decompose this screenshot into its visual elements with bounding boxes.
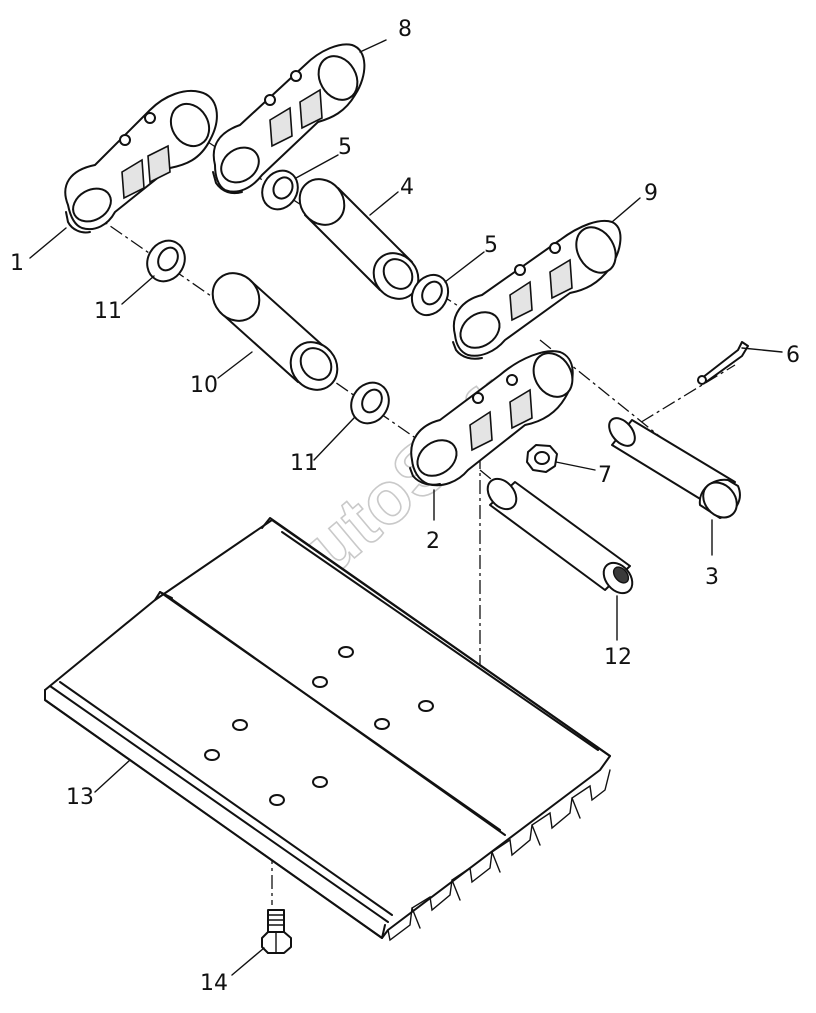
callout-6: 6 [786,343,800,368]
part-2-link [409,350,574,487]
callout-labels: 1 2 3 4 5 5 6 7 8 9 10 11 11 12 13 14 [10,17,800,996]
callout-9: 9 [644,181,658,206]
part-12-pin [486,477,634,595]
part-1-link [64,90,218,234]
callout-2: 2 [426,529,440,554]
part-8-link [212,43,366,195]
part-6-cotter-pin [697,341,749,385]
part-13-track-shoe [44,517,611,942]
part-10-bushing [211,272,339,391]
callout-10: 10 [190,373,218,398]
callout-3: 3 [705,565,719,590]
callout-11b: 11 [290,451,318,476]
callout-5b: 5 [484,233,498,258]
part-11-washer-upper [146,239,186,283]
part-9-link [452,220,622,360]
part-5-washer-lower [410,273,450,317]
part-3-pin [608,417,741,519]
callout-14: 14 [200,971,228,996]
callout-12: 12 [604,645,632,670]
callout-7: 7 [598,463,612,488]
callout-8: 8 [398,17,412,42]
part-5-washer-upper [261,169,299,211]
callout-13: 13 [66,785,94,810]
callout-11a: 11 [94,299,122,324]
callout-5a: 5 [338,135,352,160]
leader-lines [29,39,783,976]
callout-1: 1 [10,251,24,276]
part-7-nut [526,444,558,473]
part-11-washer-lower [350,381,390,425]
part-14-bolt [261,909,292,954]
callout-4: 4 [400,175,414,200]
part-4-bushing [298,178,420,300]
